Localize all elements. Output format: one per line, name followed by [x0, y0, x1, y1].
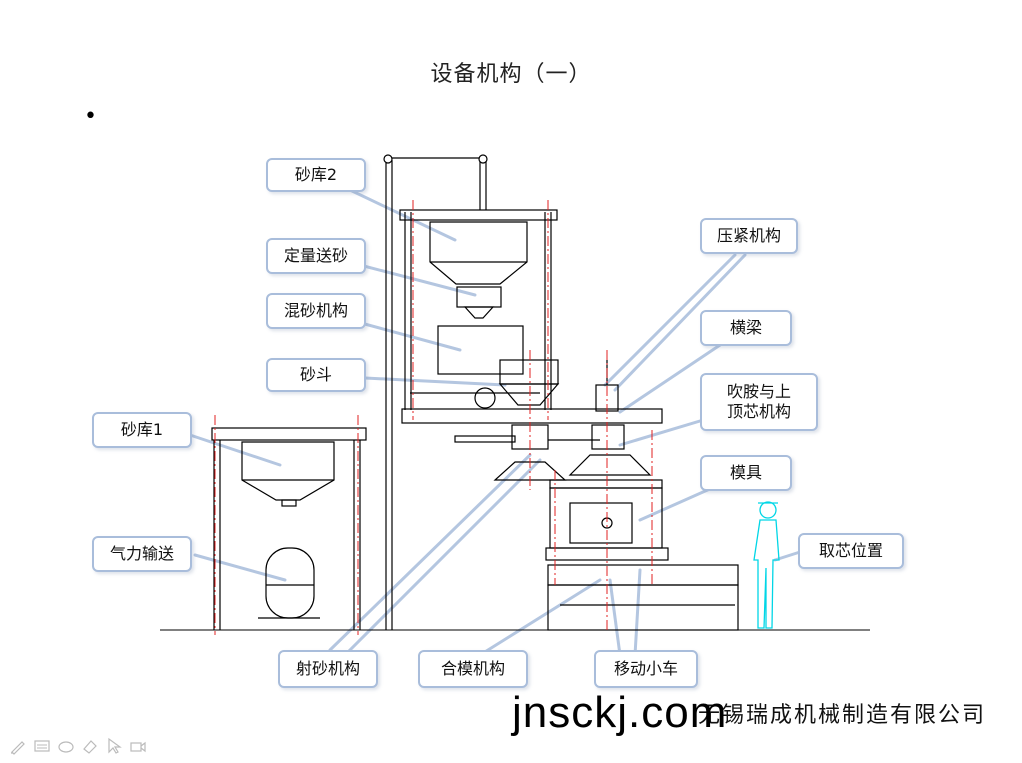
pressing-cylinder [568, 360, 652, 476]
keyboard-icon[interactable] [32, 736, 52, 756]
label-pneumatic-conveying: 气力输送 [92, 536, 192, 572]
label-mold-closing-mechanism: 合模机构 [418, 650, 528, 688]
leader-hopper [363, 376, 507, 387]
leader-pressing-a [603, 253, 737, 387]
label-pressing-mechanism: 压紧机构 [700, 218, 798, 254]
bullet-point: • [84, 104, 97, 129]
sand-silo-2 [429, 221, 528, 285]
watermark-text: jnsckj.com [512, 688, 728, 737]
leader-shooting-a [328, 453, 532, 652]
camera-icon[interactable] [128, 736, 148, 756]
label-blowing-amine-line1: 吹胺与上 [726, 382, 791, 401]
leader-quant-feed [358, 263, 477, 297]
leader-beam [618, 333, 737, 414]
quant-feeder [456, 286, 502, 319]
center-lines [214, 200, 653, 635]
label-blowing-amine: 吹胺与上 顶芯机构 [700, 373, 818, 431]
leader-sand-silo-2 [348, 188, 457, 242]
label-quantitative-sand-feed: 定量送砂 [266, 238, 366, 274]
label-sand-mixing-mechanism: 混砂机构 [266, 293, 366, 329]
slide-title: 设备机构（一） [430, 62, 592, 87]
leader-closing [478, 578, 602, 657]
platform [401, 387, 663, 424]
person-figure [753, 501, 780, 629]
label-moving-trolley: 移动小车 [594, 650, 698, 688]
sand-hopper [498, 359, 560, 406]
label-cross-beam: 横梁 [700, 310, 792, 346]
leader-shooting-b [343, 458, 542, 657]
company-name: 无锡瑞成机械制造有限公司 [698, 703, 987, 728]
label-mold: 模具 [700, 455, 792, 491]
leader-pressing-b [613, 253, 747, 392]
pneumatic-tank [258, 547, 320, 619]
leader-trolley-b [633, 568, 642, 657]
sand-silo-1 [211, 427, 367, 630]
leader-trolley-a [608, 578, 622, 657]
eraser-icon[interactable] [80, 736, 100, 756]
label-sand-shooting-mechanism: 射砂机构 [278, 650, 378, 688]
presentation-toolbar [8, 736, 148, 756]
tall-frame [383, 154, 558, 630]
leader-lines [188, 188, 802, 657]
label-core-removal-position: 取芯位置 [798, 533, 904, 569]
ellipse-icon[interactable] [56, 736, 76, 756]
pen-icon[interactable] [8, 736, 28, 756]
label-blowing-amine-line2: 顶芯机构 [726, 402, 791, 421]
label-sand-silo-2: 砂库2 [266, 158, 366, 192]
mold-station [545, 479, 739, 631]
label-sand-hopper: 砂斗 [266, 358, 366, 392]
leader-pneumatic [193, 553, 287, 582]
leader-silo-1 [188, 433, 282, 467]
pointer-icon[interactable] [104, 736, 124, 756]
label-sand-silo-1: 砂库1 [92, 412, 192, 448]
mixer [437, 325, 524, 375]
